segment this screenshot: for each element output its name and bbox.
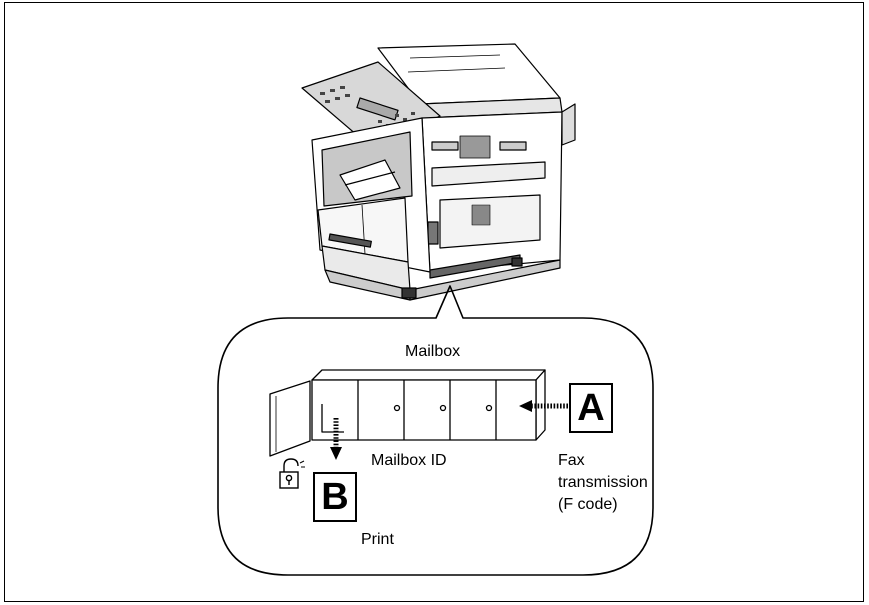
print-out-arrow [330, 418, 342, 460]
callout-bubble [217, 285, 654, 576]
mailbox-id-label: Mailbox ID [371, 452, 447, 469]
fax-transmission-label-line2: transmission [558, 474, 648, 491]
fax-in-arrow [519, 400, 568, 412]
document-a-icon: A [569, 383, 613, 433]
mailbox-cabinet [269, 369, 546, 457]
document-b-icon: B [313, 472, 357, 522]
figure-frame [4, 2, 864, 602]
open-mailbox-door [269, 380, 311, 457]
copier-machine-illustration [301, 43, 576, 301]
keyhole-icon [439, 404, 447, 412]
keyhole-icon [393, 404, 401, 412]
mailbox-label: Mailbox [405, 343, 461, 360]
padlock-unlocked-icon [279, 458, 305, 489]
fax-transmission-label-line3: (F code) [558, 496, 618, 513]
print-label: Print [361, 531, 394, 548]
keyhole-icon [485, 404, 493, 412]
fax-transmission-label-line1: Fax [558, 452, 585, 469]
